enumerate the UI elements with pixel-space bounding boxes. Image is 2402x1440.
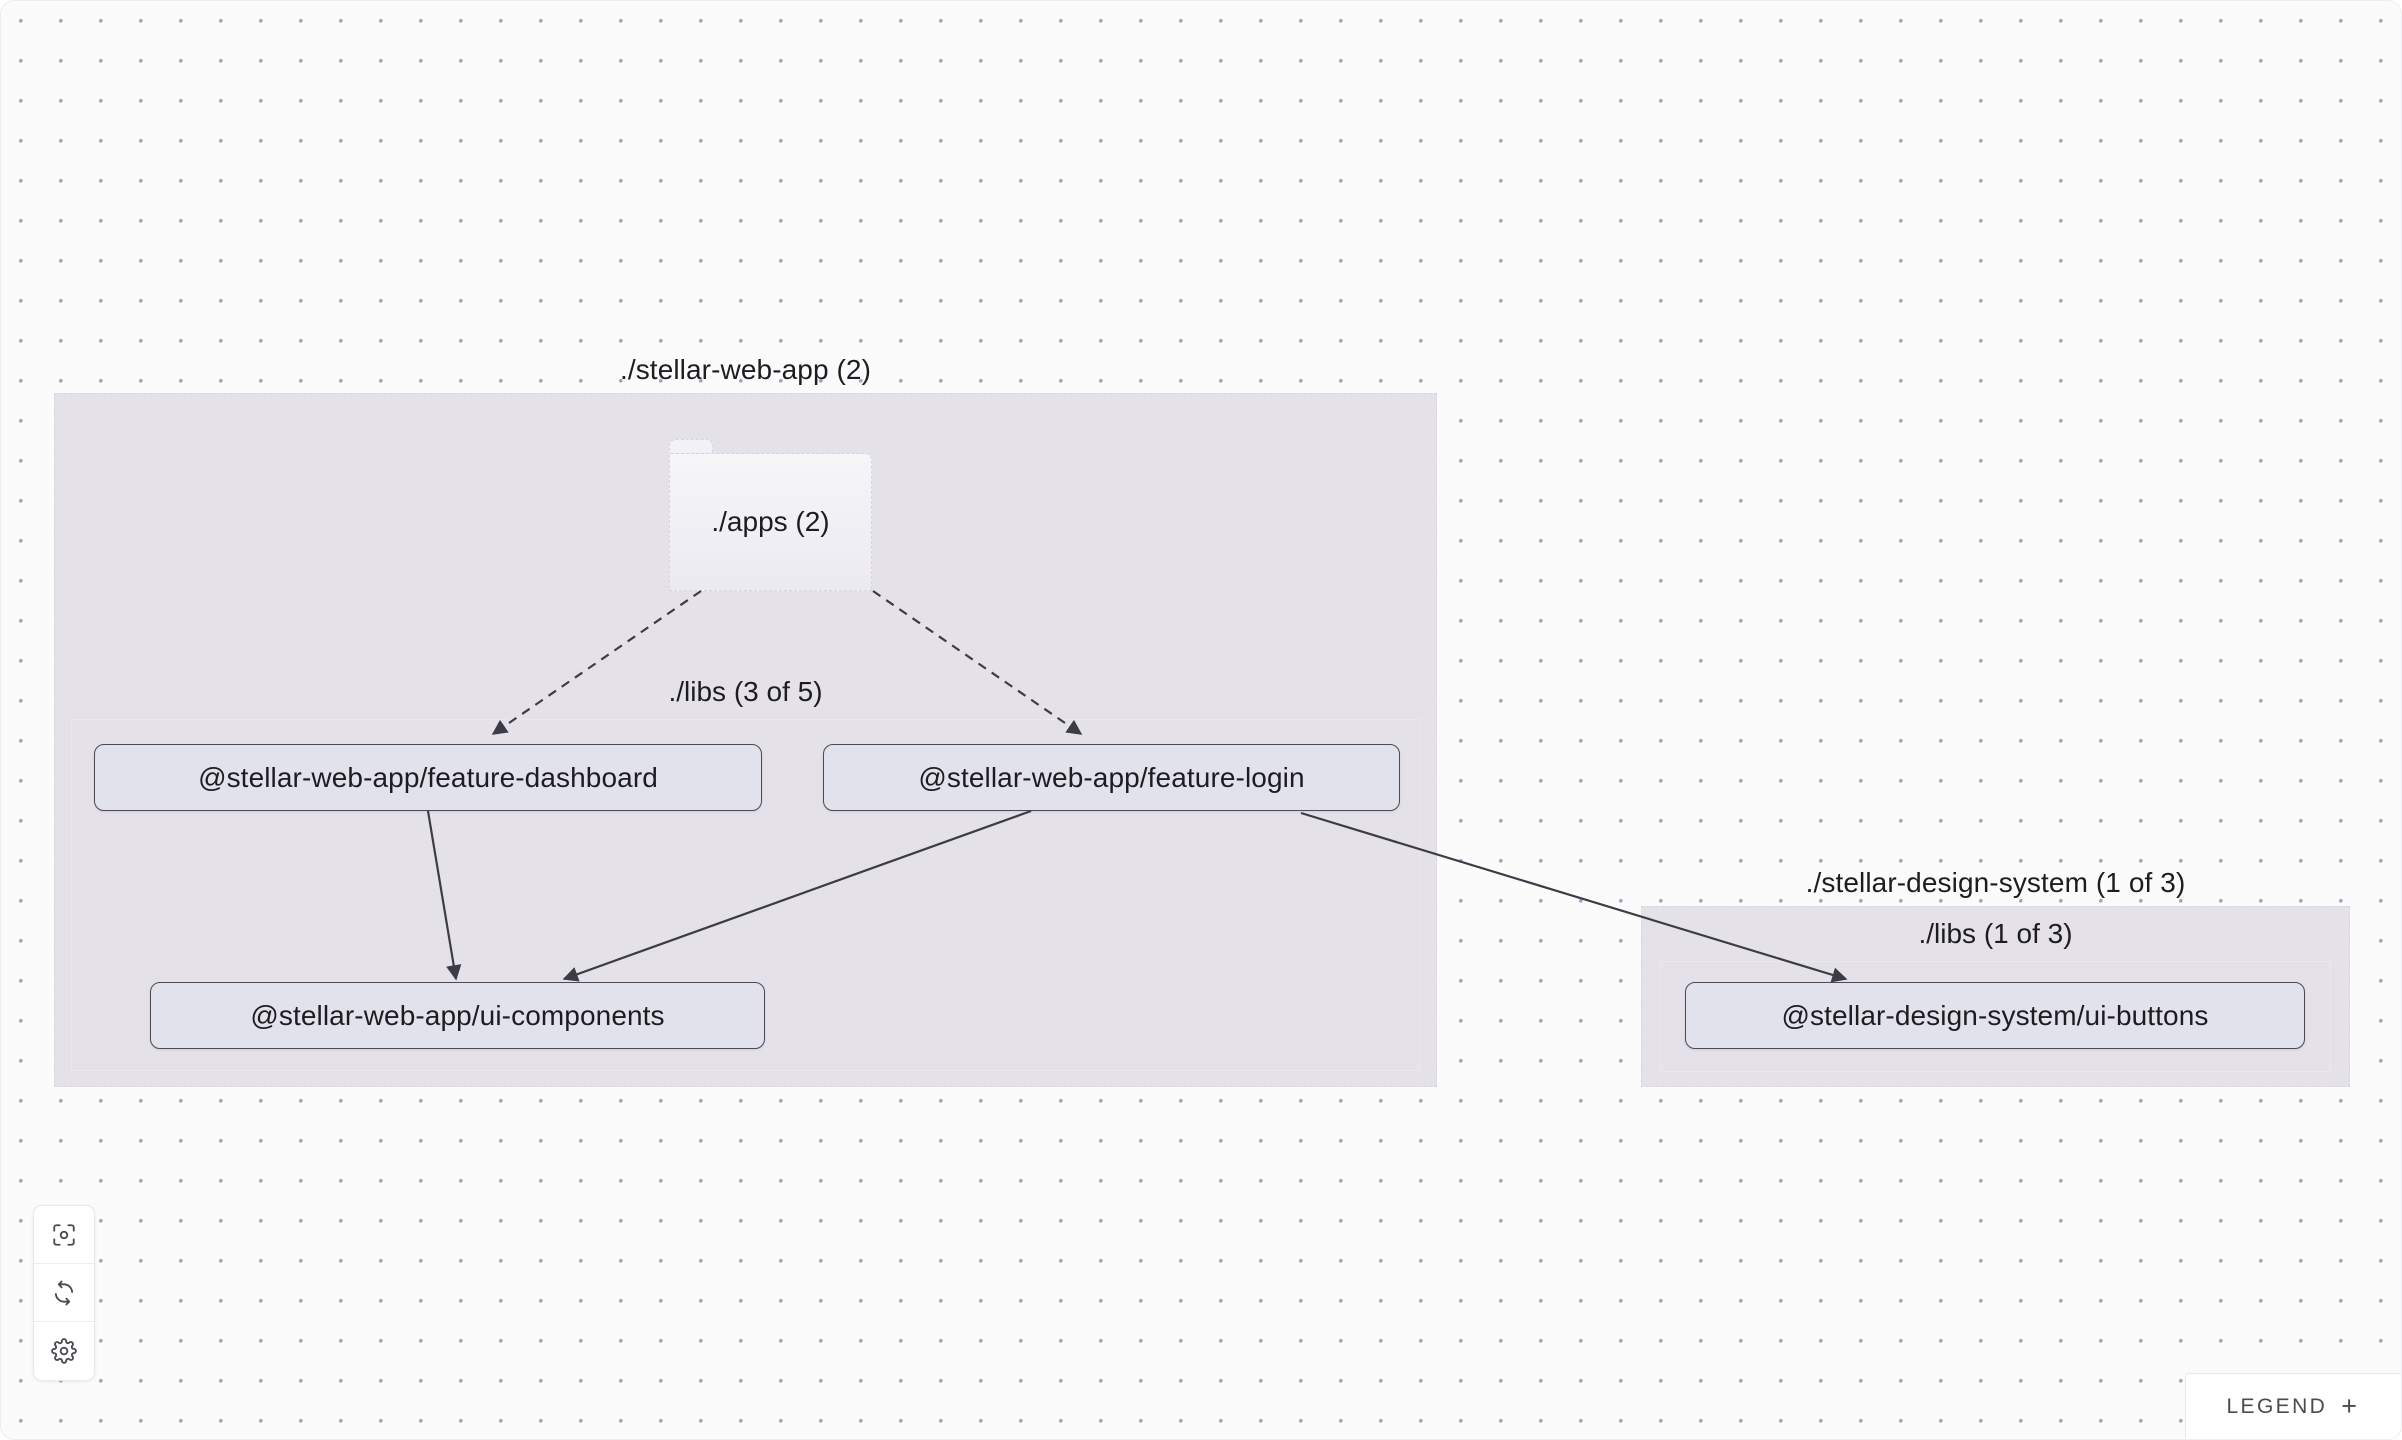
lib-node-feature-login[interactable]: @stellar-web-app/feature-login xyxy=(823,744,1400,811)
folder-body: ./apps (2) xyxy=(669,453,872,591)
focus-graph-button[interactable] xyxy=(34,1206,94,1264)
group-label-libs-design-system: ./libs (1 of 3) xyxy=(1918,918,2073,949)
settings-button[interactable] xyxy=(34,1322,94,1380)
lib-node-label: @stellar-web-app/ui-components xyxy=(250,999,665,1031)
legend-label: LEGEND xyxy=(2226,1394,2328,1418)
lib-node-ui-components[interactable]: @stellar-web-app/ui-components xyxy=(150,982,765,1049)
folder-node-label: ./apps (2) xyxy=(711,506,830,537)
folder-node-apps[interactable]: ./apps (2) xyxy=(669,439,872,591)
lib-node-label: @stellar-design-system/ui-buttons xyxy=(1781,999,2209,1031)
gear-icon xyxy=(51,1338,77,1364)
lib-node-label: @stellar-web-app/feature-login xyxy=(918,761,1305,793)
graph-controls-panel[interactable] xyxy=(33,1205,95,1381)
project-label-stellar-design-system: ./stellar-design-system (1 of 3) xyxy=(1805,867,2186,898)
folder-tab xyxy=(669,439,713,455)
focus-target-icon xyxy=(51,1222,77,1248)
legend-toggle[interactable]: LEGEND + xyxy=(2185,1373,2401,1439)
group-container-libs-design-system[interactable]: ./libs (1 of 3) xyxy=(1660,918,2331,1072)
lib-node-label: @stellar-web-app/feature-dashboard xyxy=(198,761,658,793)
refresh-icon xyxy=(51,1280,77,1306)
plus-icon: + xyxy=(2341,1391,2357,1421)
project-label-stellar-web-app: ./stellar-web-app (2) xyxy=(619,354,872,385)
refresh-graph-button[interactable] xyxy=(34,1264,94,1322)
lib-node-feature-dashboard[interactable]: @stellar-web-app/feature-dashboard xyxy=(94,744,762,811)
lib-node-ui-buttons[interactable]: @stellar-design-system/ui-buttons xyxy=(1685,982,2305,1049)
group-label-libs-web-app: ./libs (3 of 5) xyxy=(668,676,823,707)
